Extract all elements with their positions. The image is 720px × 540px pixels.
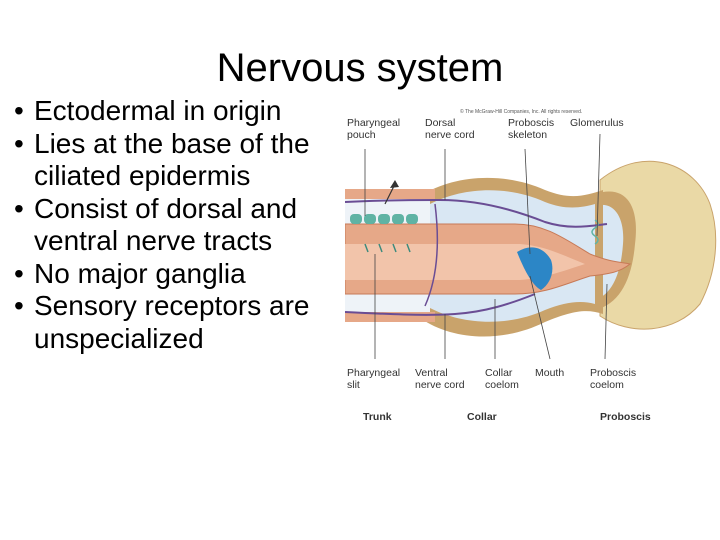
- region-label-proboscis: Proboscis: [600, 411, 651, 423]
- gill-bars: [364, 243, 411, 253]
- hemichordate-anatomy-figure: © The McGraw-Hill Companies, Inc. All ri…: [345, 104, 720, 434]
- bullet-item: Sensory receptors are unspecialized: [14, 290, 354, 355]
- label-collar-coelom: Collar coelom: [485, 367, 519, 391]
- trunk-ventral-wall: [345, 312, 435, 322]
- bullet-list: Ectodermal in origin Lies at the base of…: [14, 95, 354, 355]
- ventral-nerve-cord: [345, 293, 536, 316]
- copyright-text: © The McGraw-Hill Companies, Inc. All ri…: [460, 108, 582, 115]
- label-mouth: Mouth: [535, 367, 564, 379]
- label-dorsal-nerve-cord: Dorsal nerve cord: [425, 117, 475, 141]
- dorsal-nerve-cord: [345, 198, 608, 228]
- glomerulus: [591, 219, 599, 245]
- label-ventral-nerve-cord: Ventral nerve cord: [415, 367, 465, 391]
- label-proboscis-skeleton: Proboscis skeleton: [508, 117, 557, 141]
- gill-slits: [350, 214, 418, 224]
- arrowhead: [390, 180, 399, 188]
- label-pharyngeal-pouch: Pharyngeal pouch: [347, 117, 403, 141]
- bottom-leader-lines: [374, 254, 608, 360]
- label-glomerulus: Glomerulus: [570, 117, 624, 129]
- slide-title: Nervous system: [216, 46, 504, 90]
- bullet-item: Ectodermal in origin: [14, 95, 354, 128]
- region-label-collar: Collar: [467, 411, 497, 423]
- region-label-trunk: Trunk: [363, 411, 392, 423]
- proboscis-skeleton: [517, 247, 553, 290]
- anatomy-diagram: © The McGraw-Hill Companies, Inc. All ri…: [345, 108, 717, 423]
- label-pharyngeal-slit: Pharyngeal slit: [347, 367, 403, 391]
- nerve-ring: [424, 203, 439, 307]
- label-proboscis-coelom: Proboscis coelom: [590, 367, 639, 391]
- bullet-item: No major ganglia: [14, 258, 354, 291]
- bullet-item: Lies at the base of the ciliated epiderm…: [14, 128, 354, 193]
- bullet-item: Consist of dorsal and ventral nerve trac…: [14, 193, 354, 258]
- top-leader-lines: [364, 133, 601, 255]
